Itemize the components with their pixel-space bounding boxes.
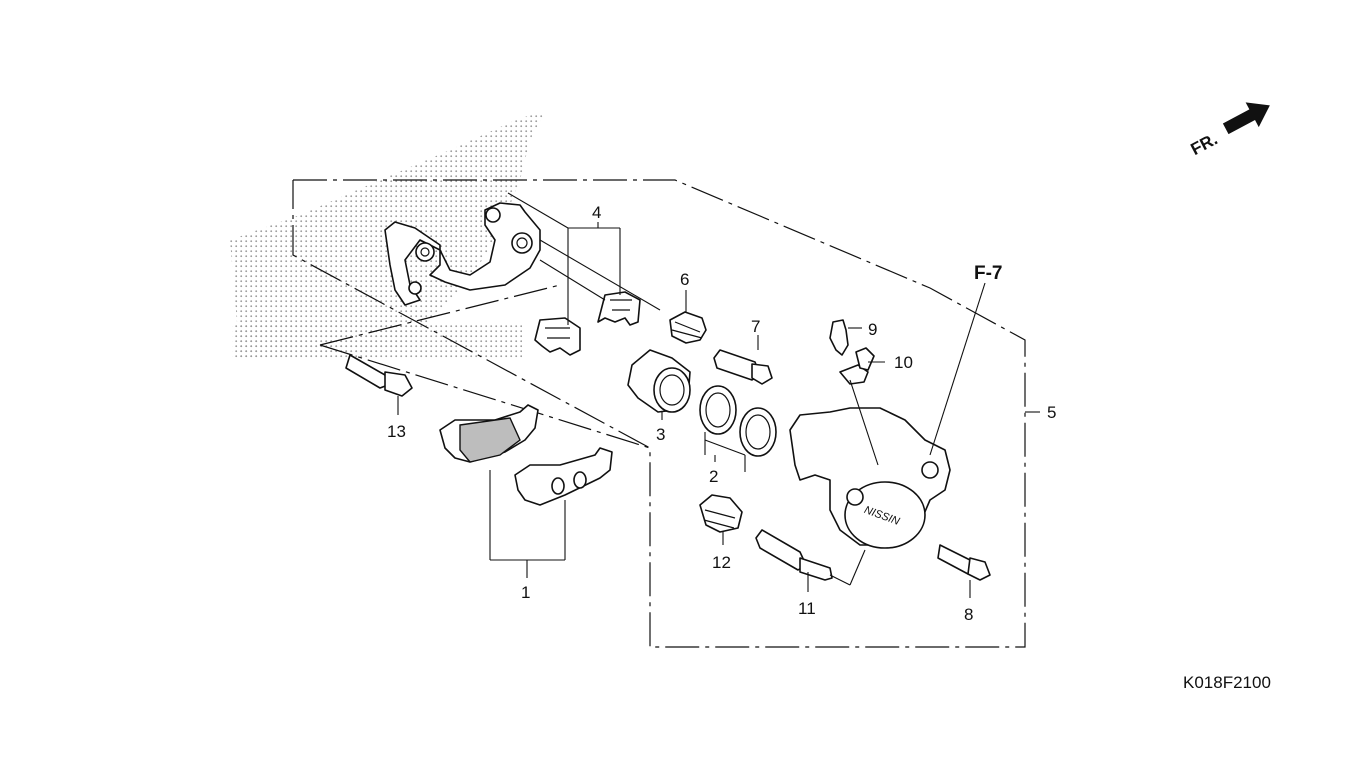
bolt-8 [937,544,991,581]
callout-8: 8 [964,605,973,624]
brake-pad-rear [514,447,613,506]
callout-11: 11 [798,599,816,618]
caliper-body: NISSIN [789,407,951,549]
dust-seal [739,407,777,457]
slide-pin-lower [755,529,833,581]
pad-spring-lower [534,317,581,356]
callout-13: 13 [387,422,406,441]
callout-1: 1 [521,583,530,602]
callout-6: 6 [680,270,689,289]
bleeder-screw [829,319,849,356]
fr-label: FR. [1188,129,1221,159]
front-direction-arrow: FR. [1188,102,1270,159]
assembly-outline [292,179,1026,648]
brake-pad-front [439,404,539,463]
bleeder-cap [839,347,875,385]
callout-3: 3 [656,425,665,444]
boot-lower [699,494,743,533]
pad-spring-upper [597,291,641,326]
boot-upper [669,311,707,344]
callout-9: 9 [868,320,877,339]
piston-seal [699,385,737,435]
callout-4: 4 [592,203,601,222]
diagram-code: K018F2100 [1183,673,1271,692]
slide-pin-upper [713,349,773,385]
piston [627,349,691,413]
leader-lines [397,192,1040,598]
callout-2: 2 [709,467,718,486]
callout-12: 12 [712,553,731,572]
ref-marker-f7: F-7 [974,263,1003,284]
callout-10: 10 [894,353,913,372]
callout-5: 5 [1047,403,1056,422]
bolt-13 [345,354,413,397]
callout-7: 7 [751,317,760,336]
caliper-bracket [384,202,541,306]
